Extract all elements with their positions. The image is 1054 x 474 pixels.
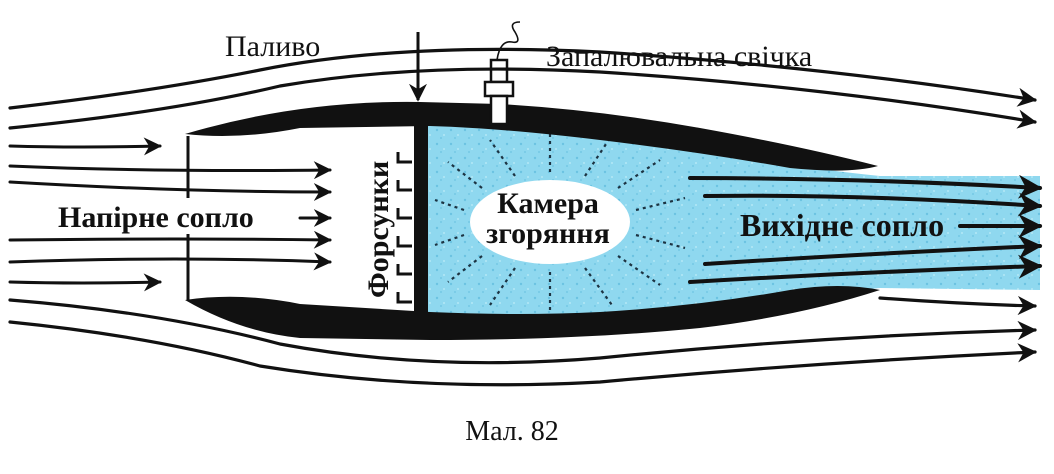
fuel-label: Паливо	[225, 30, 320, 63]
combustion-core	[470, 180, 630, 264]
spark-plug-label: Запалювальна свічка	[546, 40, 812, 73]
injectors-label: Форсунки	[362, 161, 395, 298]
intake-label-bg	[54, 198, 280, 234]
spark-plug	[483, 21, 521, 126]
flame-rays	[434, 130, 686, 310]
exhaust-nozzle-label: Вихідне сопло	[740, 207, 944, 243]
injector-bar	[414, 104, 428, 316]
figure-caption: Мал. 82	[465, 416, 559, 447]
hot-gas-region	[425, 110, 1040, 318]
exhaust-jet	[688, 174, 1043, 284]
engine-shell-top	[185, 101, 878, 171]
outer-airflow	[8, 47, 1037, 387]
intake-nozzle-label: Напірне сопло	[58, 201, 254, 234]
engine-shell-bottom	[185, 286, 880, 340]
intake-airflow	[8, 137, 332, 292]
combustion-chamber-label-line1: Камера	[497, 187, 599, 220]
injector-nozzles	[396, 152, 412, 304]
combustion-chamber-label-line2: згоряння	[486, 217, 610, 250]
